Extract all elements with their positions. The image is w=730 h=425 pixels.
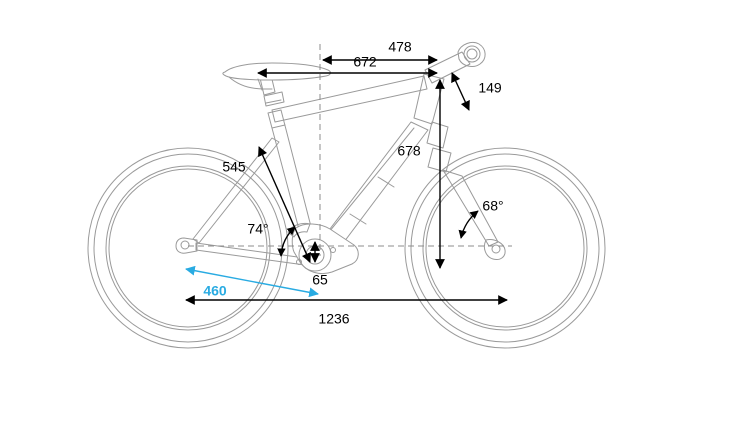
dimension-top-tube: 672 [257, 54, 438, 78]
dimension-head-tube-angle: 68° [458, 198, 504, 239]
dimension-reach-label: 478 [388, 39, 412, 55]
dimension-head-tube-label: 149 [478, 80, 502, 96]
dimension-top-tube-label: 672 [353, 54, 377, 70]
dimension-head-tube-angle-label: 68° [482, 198, 503, 214]
dimension-chainstay-label: 460 [203, 283, 227, 299]
dimension-seat-tube-angle-label: 74° [247, 221, 268, 237]
construction-axes [188, 44, 512, 256]
dimension-wheelbase: 1236 [185, 295, 508, 327]
dimension-chainstay: 460 [185, 265, 319, 299]
front-wheel [404, 147, 606, 349]
dimension-seat-tube-label: 545 [222, 159, 246, 175]
dimension-bb-drop-label: 65 [312, 272, 328, 288]
dimension-wheelbase-label: 1236 [318, 311, 349, 327]
dimension-head-tube: 149 [451, 72, 502, 111]
dimension-reach: 478 [322, 39, 438, 65]
dimension-stack: 678 [397, 79, 445, 269]
dimension-seat-tube-angle: 74° [247, 221, 296, 257]
dimension-seat-tube: 545 [222, 146, 311, 263]
dimension-stack-label: 678 [397, 143, 421, 159]
